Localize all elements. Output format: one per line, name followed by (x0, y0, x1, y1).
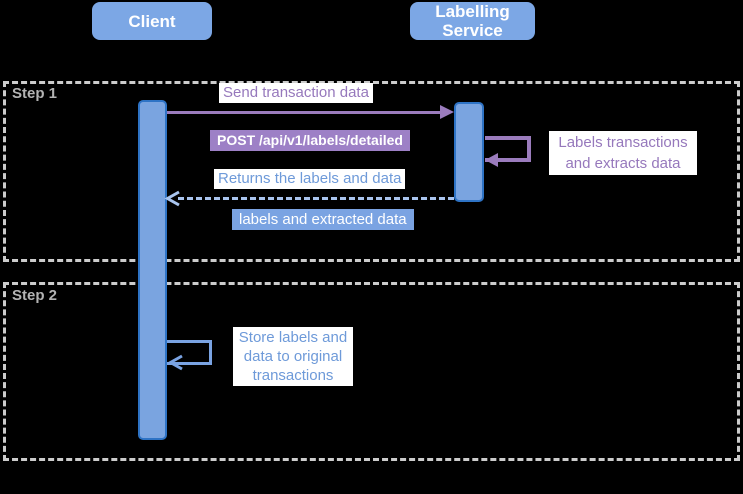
step2-frame (3, 282, 740, 461)
client-self-loop (167, 340, 212, 365)
send-arrowhead-icon (440, 105, 454, 119)
client-actor-box: Client (92, 2, 212, 40)
send-message-line (167, 111, 441, 114)
step1-label: Step 1 (12, 85, 58, 102)
store-message-label: Store labels and data to original transa… (233, 327, 353, 386)
service-self-arrowhead-icon (485, 153, 498, 167)
post-endpoint-badge: POST /api/v1/labels/detailed (210, 130, 410, 151)
client-self-arrowhead-icon (167, 354, 183, 371)
step2-label: Step 2 (12, 287, 58, 304)
return-message-label: Returns the labels and data (214, 169, 406, 189)
step1-frame (3, 81, 740, 262)
service-activation-bar (454, 102, 484, 202)
return-arrowhead-icon (164, 190, 180, 207)
client-activation-bar (138, 100, 167, 440)
service-actor-box: Labelling Service (410, 2, 535, 40)
send-message-label: Send transaction data (219, 83, 373, 103)
return-data-badge: labels and extracted data (232, 209, 414, 230)
service-self-label: Labels transactions and extracts data (549, 131, 697, 175)
service-self-loop (485, 136, 531, 162)
return-message-line (178, 197, 454, 200)
